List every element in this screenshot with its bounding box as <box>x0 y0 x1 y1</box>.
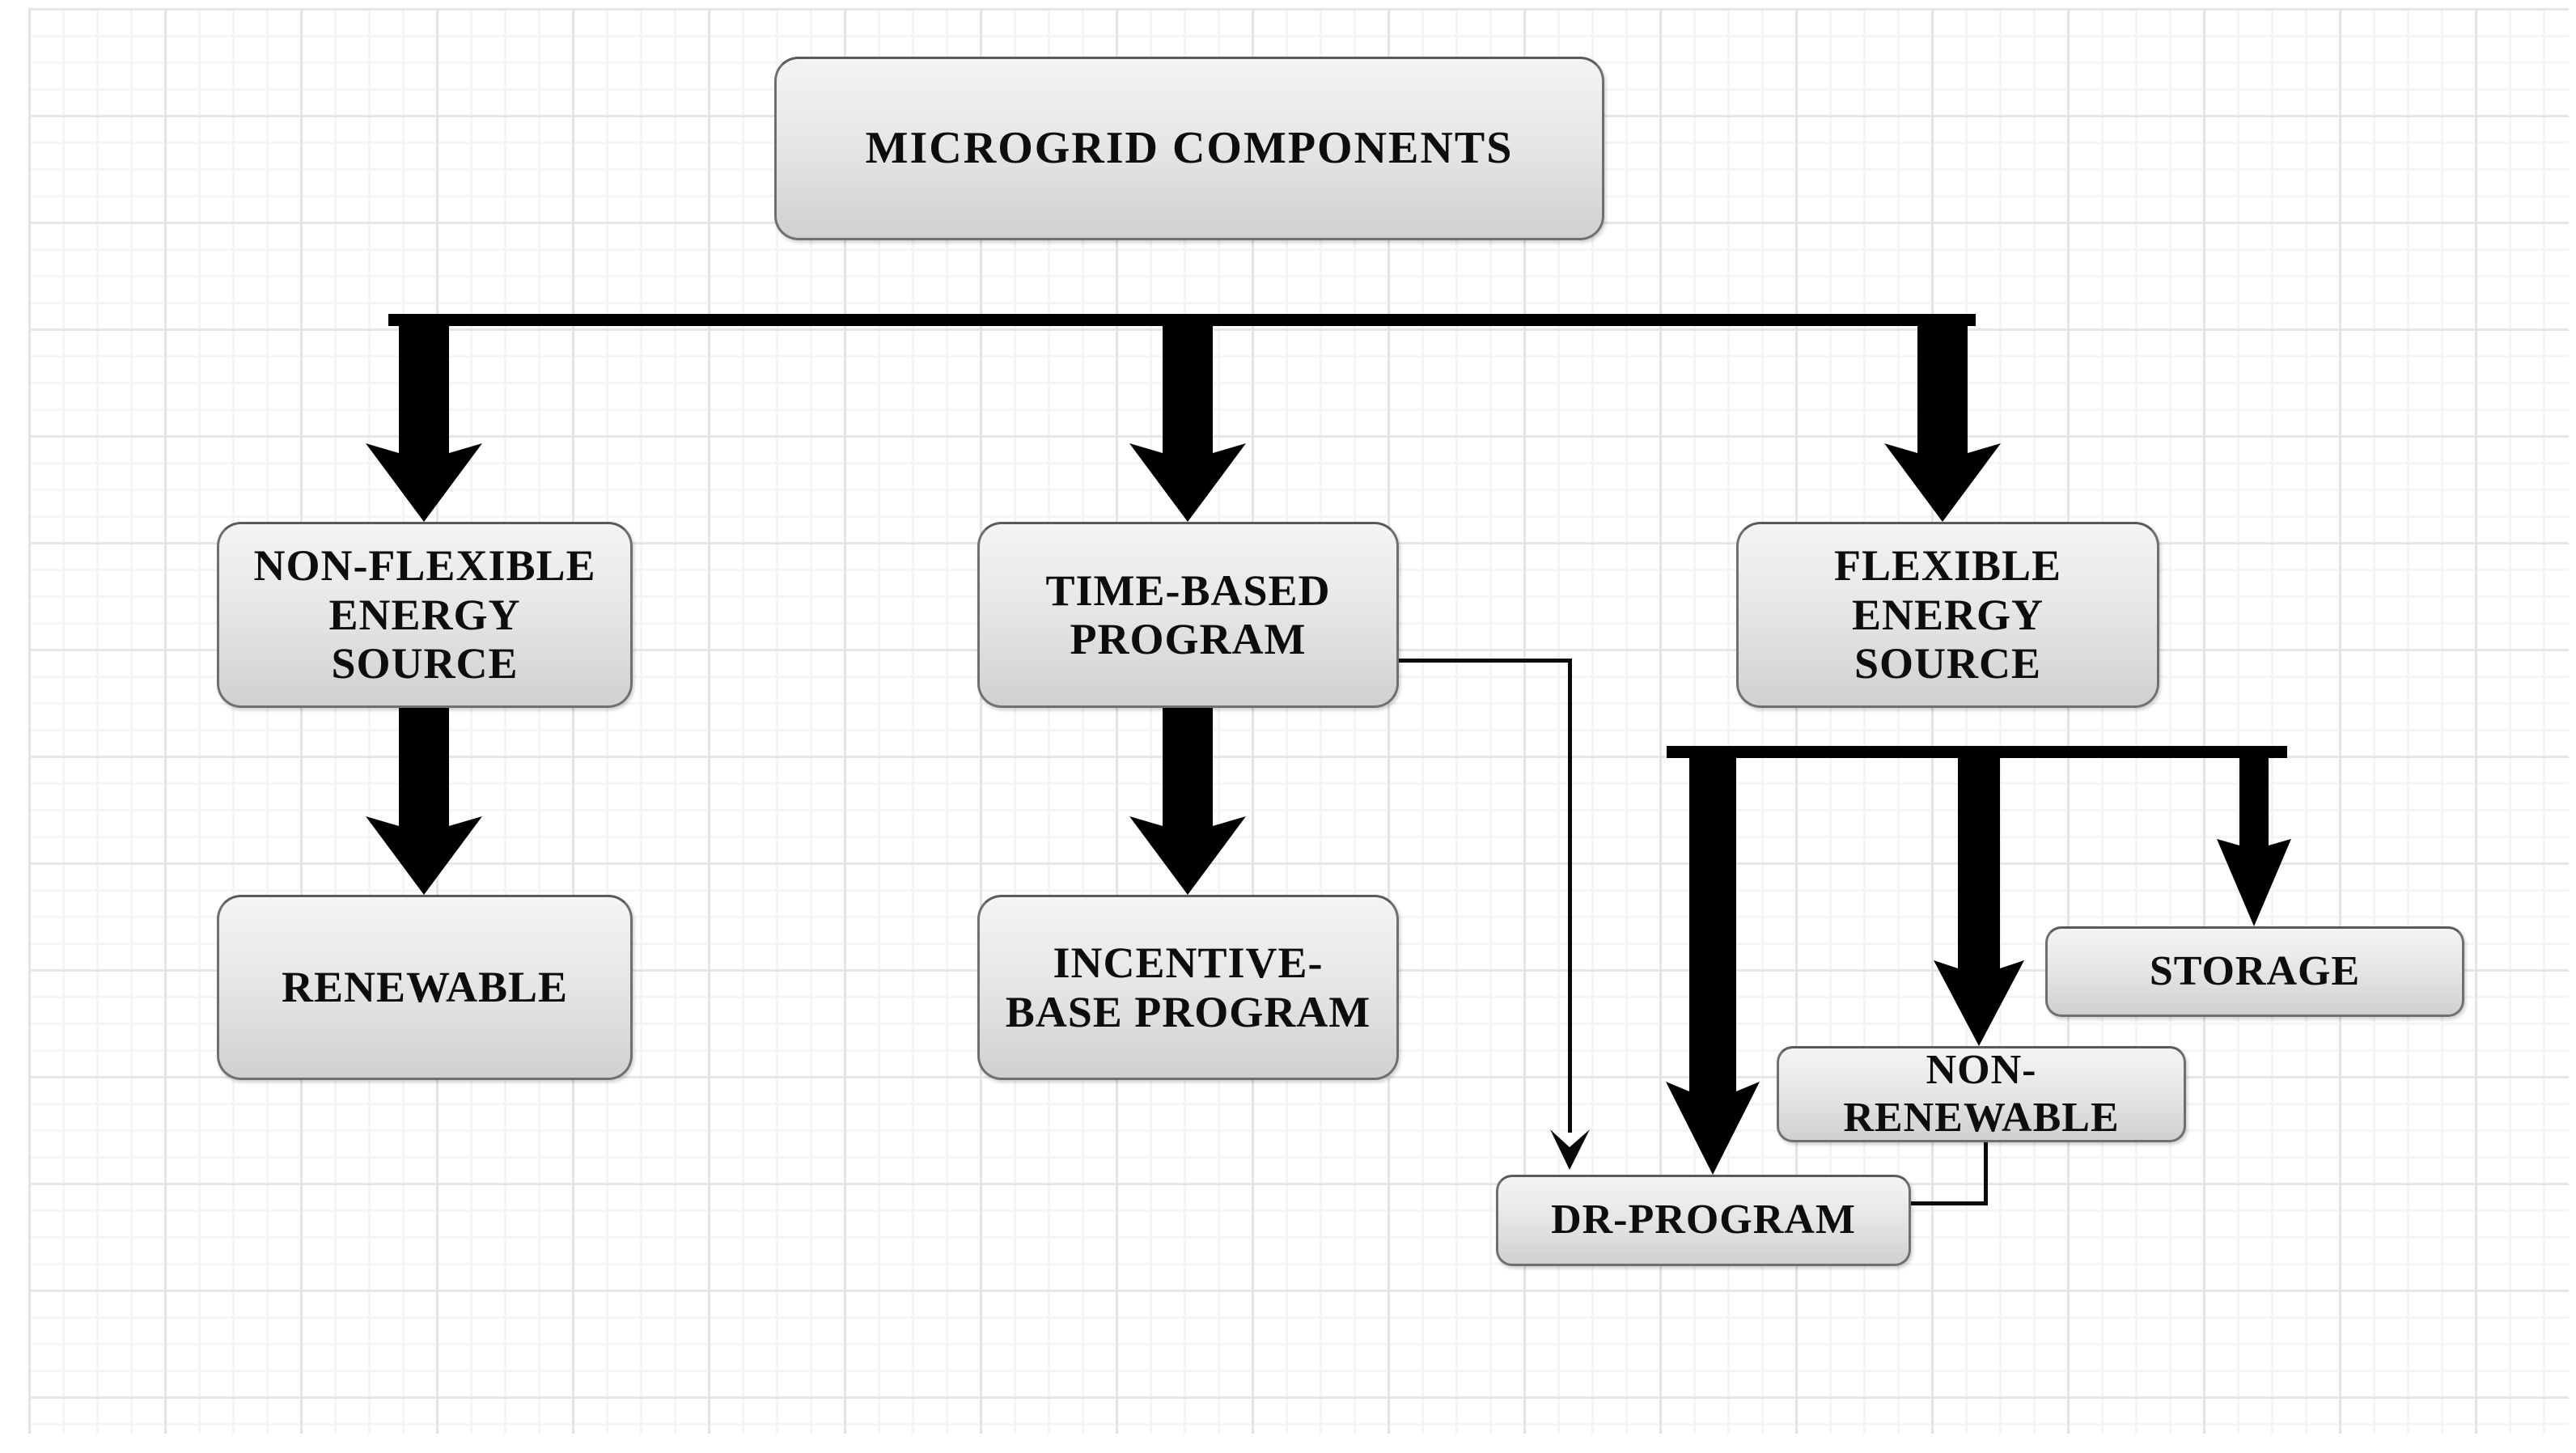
node-label: RENEWABLE <box>281 963 569 1012</box>
arrow-to-dr-program <box>1666 758 1760 1175</box>
node-incentive-base-program: INCENTIVE- BASE PROGRAM <box>977 895 1399 1080</box>
arrow-to-non-renewable <box>1934 758 2024 1046</box>
connector-nonrenewable-dr-vertical <box>1984 1142 1988 1205</box>
node-renewable: RENEWABLE <box>217 895 633 1080</box>
arrow-to-flexible <box>1884 326 2001 522</box>
node-flexible-energy-source: FLEXIBLE ENERGY SOURCE <box>1736 522 2159 708</box>
node-label: TIME-BASED PROGRAM <box>1045 566 1331 663</box>
node-non-renewable: NON- RENEWABLE <box>1777 1046 2186 1142</box>
node-label: DR-PROGRAM <box>1551 1197 1856 1243</box>
node-label: NON-FLEXIBLE ENERGY SOURCE <box>253 541 596 688</box>
arrow-to-renewable <box>366 708 482 895</box>
connector-timebased-dr-horizontal <box>1399 659 1572 663</box>
node-label: NON- RENEWABLE <box>1843 1047 2120 1141</box>
node-microgrid-components: MICROGRID COMPONENTS <box>774 57 1604 240</box>
node-time-based-program: TIME-BASED PROGRAM <box>977 522 1399 708</box>
connector-timebased-dr-vertical <box>1568 659 1572 1133</box>
flexible-branch-bar <box>1667 746 2287 758</box>
top-branch-bar <box>388 314 1976 326</box>
graph-paper-grid <box>28 8 2569 1434</box>
node-dr-program: DR-PROGRAM <box>1496 1175 1911 1266</box>
arrow-to-storage <box>2217 758 2291 926</box>
node-label: STORAGE <box>2149 947 2361 994</box>
connector-nonrenewable-dr-horizontal <box>1911 1201 1988 1205</box>
node-label: FLEXIBLE ENERGY SOURCE <box>1833 541 2062 688</box>
node-label: MICROGRID COMPONENTS <box>865 123 1514 174</box>
arrow-to-non-flexible <box>366 326 482 522</box>
arrow-to-time-based <box>1129 326 1246 522</box>
connector-arrowhead-icon <box>1550 1129 1590 1170</box>
node-label: INCENTIVE- BASE PROGRAM <box>1005 938 1371 1036</box>
node-storage: STORAGE <box>2045 926 2464 1017</box>
node-non-flexible-energy-source: NON-FLEXIBLE ENERGY SOURCE <box>217 522 633 708</box>
arrow-to-incentive <box>1129 708 1246 895</box>
